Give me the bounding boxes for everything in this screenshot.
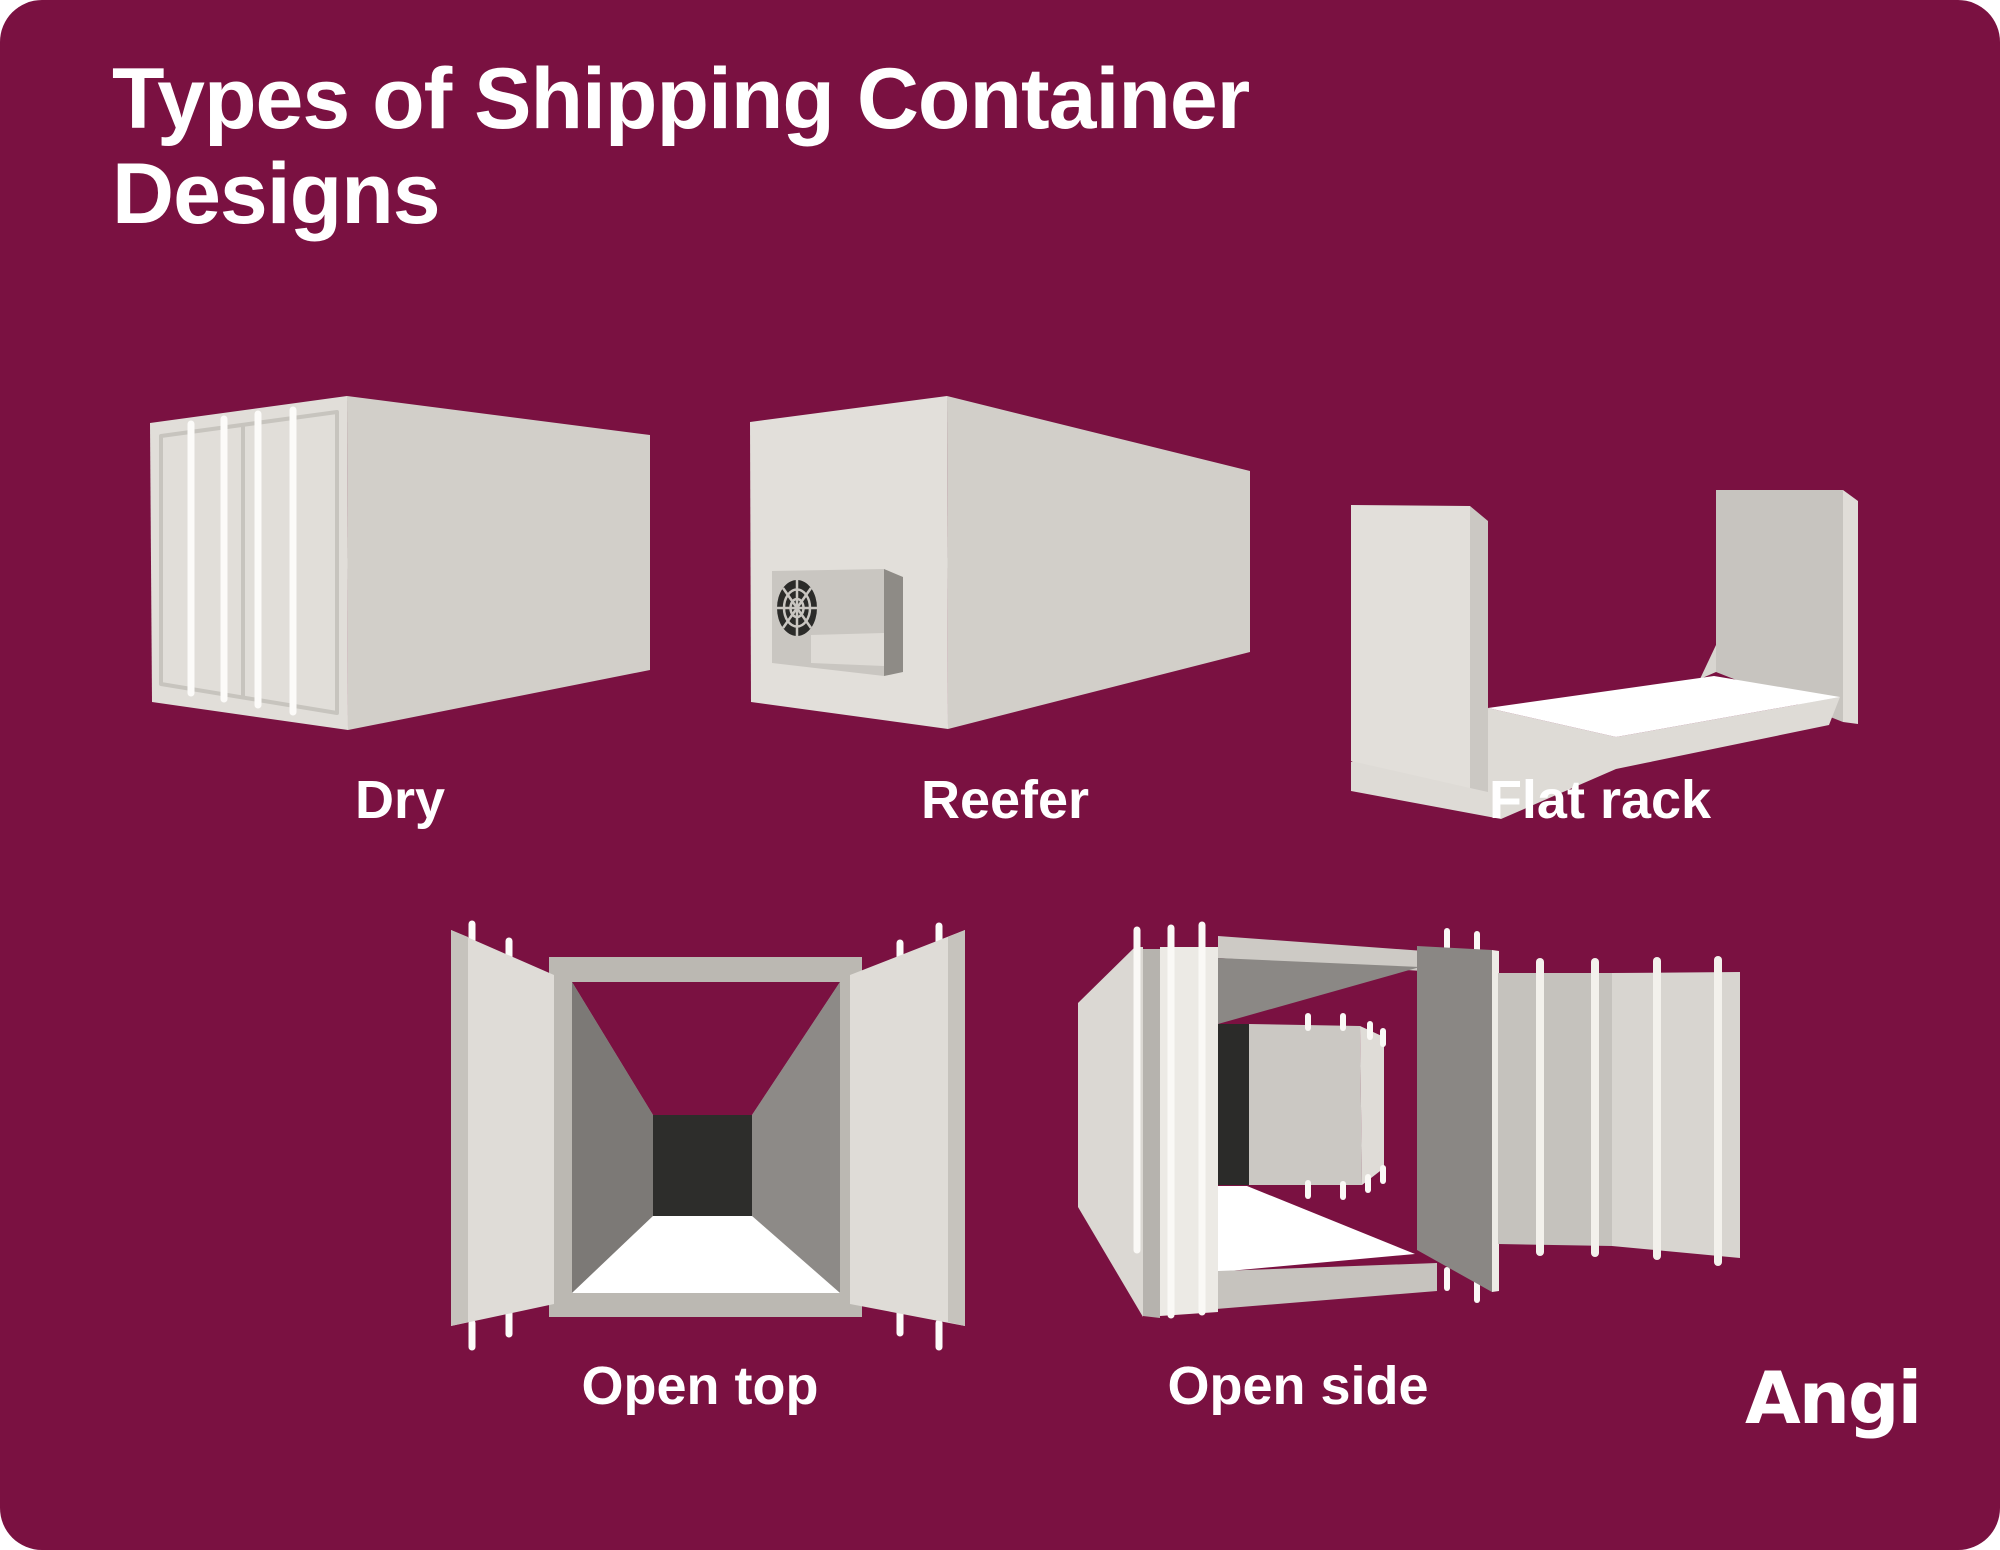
door-corrugation-ribs bbox=[1536, 956, 1722, 1266]
side-door-hinge-pins bbox=[1444, 928, 1480, 1303]
angi-logo: Angi bbox=[1745, 1356, 1922, 1440]
door-hinge-pins bbox=[468, 920, 943, 1351]
open-top-container-icon bbox=[451, 920, 965, 1351]
label-open-top: Open top bbox=[581, 1356, 819, 1416]
label-open-side: Open side bbox=[1167, 1356, 1429, 1416]
refrigeration-fan-icon bbox=[777, 580, 817, 636]
page-title: Types of Shipping Container Designs bbox=[112, 51, 1250, 242]
reefer-container-icon bbox=[750, 396, 1250, 729]
label-dry: Dry bbox=[354, 770, 446, 830]
label-flat-rack: Flat rack bbox=[1488, 770, 1712, 830]
end-frame-rods bbox=[1133, 921, 1206, 1319]
door-locking-rods bbox=[187, 406, 297, 716]
label-reefer: Reefer bbox=[920, 770, 1090, 830]
dry-container-icon bbox=[150, 396, 650, 730]
open-side-container-icon bbox=[1078, 921, 1740, 1319]
crate-pins bbox=[1305, 1013, 1386, 1200]
